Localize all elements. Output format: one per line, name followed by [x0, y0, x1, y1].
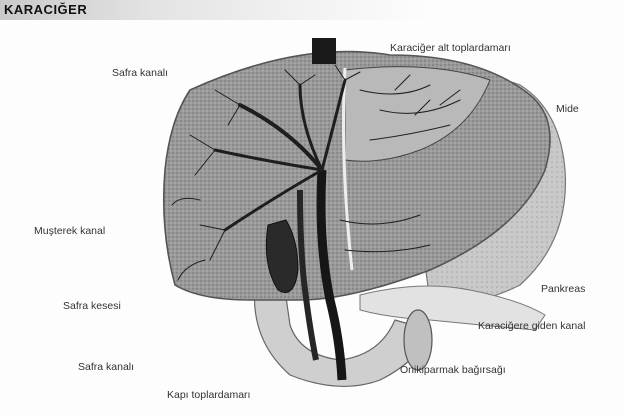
label-stomach: Mide — [556, 103, 579, 115]
label-hepatic-artery: Karaciğere giden kanal — [478, 320, 585, 332]
label-pancreas: Pankreas — [541, 283, 585, 295]
label-common-duct: Muşterek kanal — [34, 225, 105, 237]
label-bile-duct-bottom: Safra kanalı — [78, 361, 134, 373]
label-gallbladder: Safra kesesi — [63, 300, 121, 312]
label-hepatic-vein: Karaciğer alt toplardamarı — [390, 42, 511, 54]
label-bile-duct-top: Safra kanalı — [112, 67, 168, 79]
label-portal-vein: Kapı toplardamarı — [167, 389, 250, 401]
duodenum-end — [404, 310, 432, 370]
label-duodenum: Onikiparmak bağırsağı — [400, 364, 506, 376]
hepatic-vein-stub — [312, 38, 336, 64]
